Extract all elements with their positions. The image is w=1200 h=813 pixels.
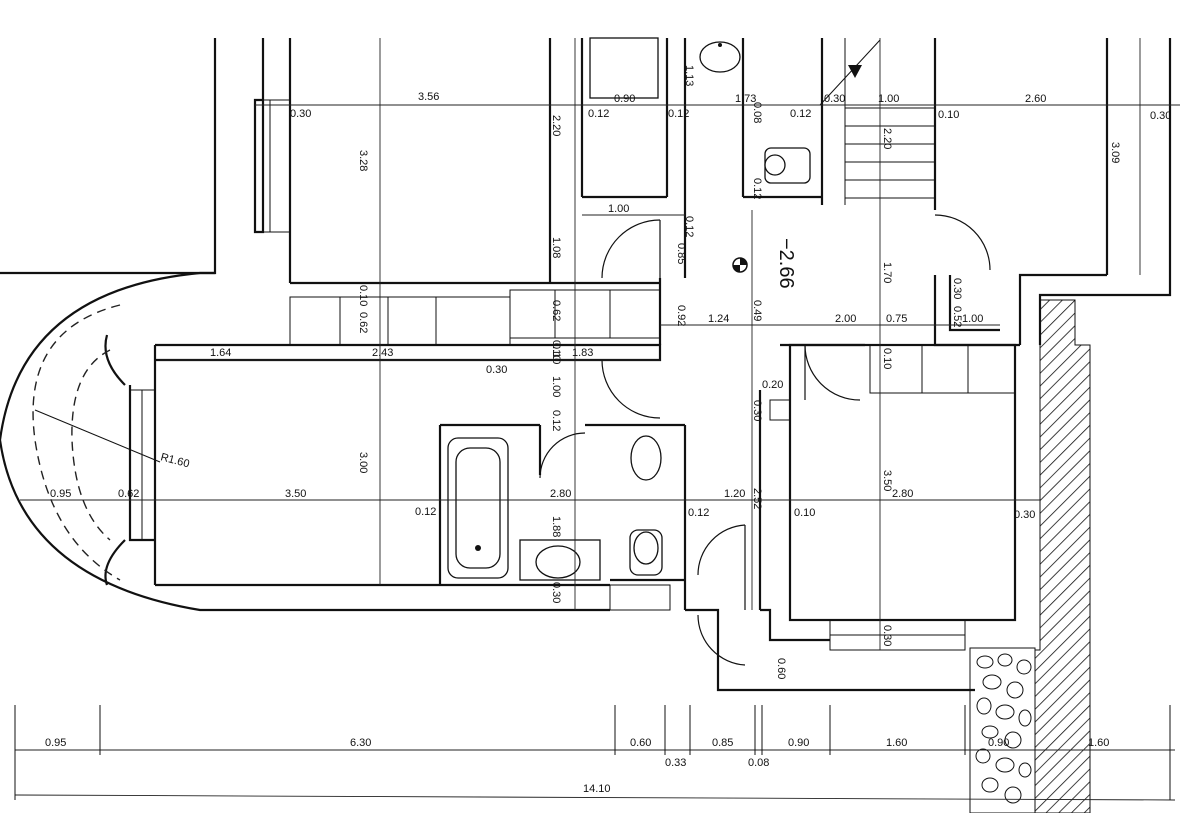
stair-arrow-icon xyxy=(848,65,862,78)
dimension-label: 0.60 xyxy=(630,737,651,749)
dimension-label: 1.08 xyxy=(550,237,562,258)
dimension-label: 0.30 xyxy=(824,93,845,105)
stair-area-dimensions: 1.00 0.12 0.85 0.49 1.70 0.30 0.52 1.00 … xyxy=(608,203,983,327)
dimension-label: 1.88 xyxy=(550,516,562,537)
dimension-label: 0.62 xyxy=(357,312,369,333)
dimension-label: 2.20 xyxy=(550,115,562,136)
dimension-label: 0.90 xyxy=(788,737,809,749)
doors xyxy=(539,214,991,666)
dimension-label: 0.90 xyxy=(988,737,1009,749)
dimension-label: 0.62 xyxy=(118,488,139,500)
dimension-label: 1.70 xyxy=(881,262,893,283)
dimension-label: 0.10 xyxy=(357,285,369,306)
dimension-label: 0.52 xyxy=(951,306,963,327)
dimension-label: 1.83 xyxy=(572,347,593,359)
dimension-label: 0.12 xyxy=(415,506,436,518)
radius-label: R1.60 xyxy=(159,451,190,470)
dimension-label: 0.12 xyxy=(790,108,811,120)
dimension-label: 2.43 xyxy=(372,347,393,359)
dimension-label: 2.00 xyxy=(835,313,856,325)
dimension-label: 0.08 xyxy=(748,757,769,769)
dimension-label: 0.12 xyxy=(688,507,709,519)
dimension-label: 0.08 xyxy=(751,102,763,123)
dimension-label: 1.20 xyxy=(724,488,745,500)
dimension-label: 0.33 xyxy=(665,757,686,769)
gravel-area xyxy=(969,647,1036,813)
dimension-label: 1.00 xyxy=(878,93,899,105)
dimension-label: 0.95 xyxy=(45,737,66,749)
dimension-label: 0.85 xyxy=(712,737,733,749)
dimension-label: 0.12 xyxy=(668,108,689,120)
staircase xyxy=(819,38,935,205)
dimension-label: 0.62 xyxy=(550,300,562,321)
dimension-label: 0.95 xyxy=(50,488,71,500)
bay-window-arcs xyxy=(32,304,161,581)
dimension-label: 3.50 xyxy=(881,470,893,491)
dimension-label: 0.30 xyxy=(951,278,963,299)
dimension-label: 0.75 xyxy=(886,313,907,325)
dimension-label: 0.30 xyxy=(486,364,507,376)
dimension-label: 3.56 xyxy=(418,91,439,103)
level-marker: −2.66 xyxy=(732,238,797,289)
dimension-label: 3.50 xyxy=(285,488,306,500)
dimension-label: 1.00 xyxy=(608,203,629,215)
bottom-chain-dimensions: 0.95 6.30 0.60 0.33 0.85 0.08 0.90 1.60 … xyxy=(45,737,1109,795)
dimension-label: 3.28 xyxy=(357,150,369,171)
main-row-dimensions: 0.95 0.62 3.50 3.00 0.12 2.80 1.88 0.30 … xyxy=(50,452,1035,679)
dimension-label: 0.30 xyxy=(751,400,763,421)
dimension-label: 2.52 xyxy=(751,488,763,509)
dimension-label: 1.64 xyxy=(210,347,231,359)
dimension-label: 0.20 xyxy=(762,379,783,391)
dimension-label: 0.10 xyxy=(881,348,893,369)
dimension-label: 1.60 xyxy=(1088,737,1109,749)
dimension-label: 3.00 xyxy=(357,452,369,473)
middle-row-dimensions: 1.64 2.43 0.30 1.83 0.10 1.00 0.12 0.20 … xyxy=(210,343,893,431)
dimension-label: 0.30 xyxy=(550,582,562,603)
level-marker-label: −2.66 xyxy=(775,238,797,289)
dimension-label: 3.09 xyxy=(1109,142,1121,163)
top-row-dimensions: 3.56 0.30 0.12 0.90 0.12 1.73 0.12 0.30 … xyxy=(290,91,1171,122)
washbasin-icon xyxy=(699,41,741,73)
dimension-lines xyxy=(14,38,1180,801)
dimension-label: 6.30 xyxy=(350,737,371,749)
dimension-label: 0.30 xyxy=(881,625,893,646)
dimension-label: 1.00 xyxy=(550,376,562,397)
dimension-label: 2.60 xyxy=(1025,93,1046,105)
fixtures xyxy=(447,37,811,581)
dimension-label: 0.10 xyxy=(938,109,959,121)
dimension-label: 1.24 xyxy=(708,313,729,325)
dimension-label: 2.20 xyxy=(881,128,893,149)
dimension-label: 0.30 xyxy=(1014,509,1035,521)
dimension-label: 0.10 xyxy=(550,340,562,361)
dimension-label: 2.80 xyxy=(550,488,571,500)
dimension-label: 0.85 xyxy=(675,243,687,264)
dimension-label: 0.12 xyxy=(751,178,763,199)
dimension-label: 0.10 xyxy=(794,507,815,519)
dimension-label: 1.60 xyxy=(886,737,907,749)
dimension-label: 0.12 xyxy=(683,216,695,237)
dimension-label: 0.90 xyxy=(614,93,635,105)
dimension-label: 0.12 xyxy=(550,410,562,431)
dimension-label: 0.60 xyxy=(775,658,787,679)
dimension-label: 0.30 xyxy=(1150,110,1171,122)
dimension-label: 1.73 xyxy=(735,93,756,105)
shower-tray xyxy=(589,37,659,99)
upper-vertical-dimensions: 3.28 2.20 1.13 1.08 0.10 0.62 0.62 0.10 … xyxy=(357,65,1121,361)
dimension-label: 0.92 xyxy=(675,305,687,326)
retaining-wall xyxy=(1034,299,1091,813)
dimension-label: 2.80 xyxy=(892,488,913,500)
overall-width: 14.10 xyxy=(583,783,611,795)
dimension-label: 0.12 xyxy=(588,108,609,120)
dimension-label: 0.30 xyxy=(290,108,311,120)
dimension-label: 0.10 xyxy=(550,343,562,364)
dimension-label: 1.13 xyxy=(683,65,695,86)
washbasin-icon xyxy=(535,545,581,579)
bidet-icon xyxy=(630,435,662,481)
dimension-label: 0.49 xyxy=(751,300,763,321)
walls xyxy=(0,38,1172,692)
dimension-label: 1.00 xyxy=(962,313,983,325)
